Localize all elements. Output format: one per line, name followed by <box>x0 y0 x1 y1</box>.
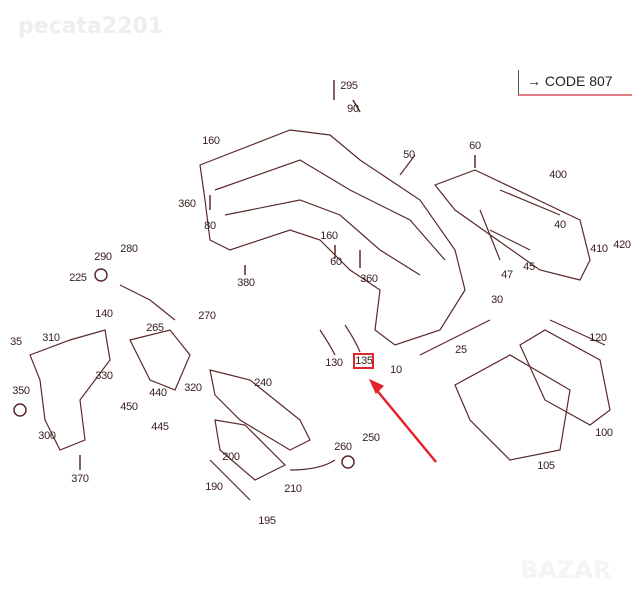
trim-strip <box>489 189 561 251</box>
part-label: 30 <box>491 294 503 306</box>
part-label: 330 <box>95 370 113 382</box>
part-label: 240 <box>254 377 272 389</box>
lower-panel-2 <box>519 329 611 426</box>
part-label: 270 <box>198 310 216 322</box>
part-label: 450 <box>120 401 138 413</box>
part-label: 295 <box>340 80 358 92</box>
part-label: 225 <box>69 272 87 284</box>
wire <box>209 459 251 501</box>
part-label: 440 <box>149 387 167 399</box>
part-label: 60 <box>330 256 342 268</box>
bracket-part <box>129 329 191 391</box>
part-label: 190 <box>205 481 223 493</box>
code-label: CODE 807 <box>544 73 613 89</box>
part-label: 160 <box>202 135 220 147</box>
bazar-logo: BAZAR <box>520 556 612 584</box>
grille-insert <box>214 419 287 481</box>
red-arrow <box>374 387 437 463</box>
arrow-icon: → <box>527 73 541 89</box>
part-label: 290 <box>94 251 112 263</box>
part-label: 80 <box>204 220 216 232</box>
part-label: 360 <box>178 198 196 210</box>
part-label: 195 <box>258 515 276 527</box>
part-label: 420 <box>613 239 631 251</box>
part-label: 210 <box>284 483 302 495</box>
part-label: 35 <box>10 336 22 348</box>
part-label: 40 <box>554 219 566 231</box>
part-label: 100 <box>595 427 613 439</box>
absorber <box>209 369 311 451</box>
guide-rail <box>119 284 176 321</box>
part-label: 47 <box>501 269 513 281</box>
part-label: 160 <box>320 230 338 242</box>
diffuser <box>434 169 591 281</box>
part-label: 10 <box>390 364 402 376</box>
part-label: 140 <box>95 308 113 320</box>
bumper-cover <box>199 129 466 346</box>
part-label: 120 <box>589 332 607 344</box>
watermark: pecata2201 <box>18 14 164 39</box>
part-label: 400 <box>549 169 567 181</box>
part-label: 380 <box>237 277 255 289</box>
part-label: 60 <box>469 140 481 152</box>
part-label-highlighted: 135 <box>355 355 373 367</box>
part-label: 130 <box>325 357 343 369</box>
part-label: 320 <box>184 382 202 394</box>
part-label: 300 <box>38 430 56 442</box>
part-label: 350 <box>12 385 30 397</box>
part-label: 410 <box>590 243 608 255</box>
part-label: 280 <box>120 243 138 255</box>
part-label: 360 <box>360 273 378 285</box>
code-reference: → CODE 807 <box>518 70 632 96</box>
part-label: 45 <box>523 261 535 273</box>
part-label: 90 <box>347 103 359 115</box>
part-label: 105 <box>537 460 555 472</box>
part-label: 445 <box>151 421 169 433</box>
part-label: 310 <box>42 332 60 344</box>
part-label: 265 <box>146 322 164 334</box>
highlight-box <box>353 353 374 369</box>
lower-panel <box>454 354 571 461</box>
part-label: 250 <box>362 432 380 444</box>
part-label: 25 <box>455 344 467 356</box>
part-label: 260 <box>334 441 352 453</box>
part-label: 50 <box>403 149 415 161</box>
part-label: 370 <box>71 473 89 485</box>
side-bracket <box>29 329 111 451</box>
part-label: 200 <box>222 451 240 463</box>
